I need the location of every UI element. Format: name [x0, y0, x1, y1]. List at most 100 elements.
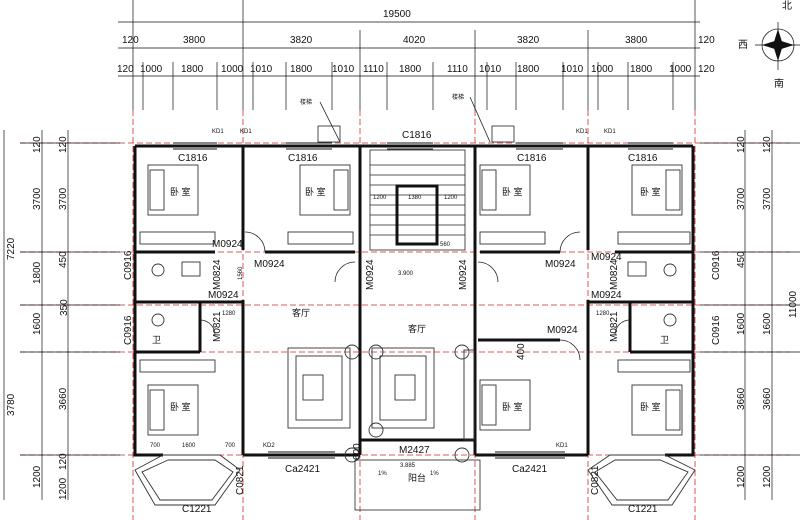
dim-top3-14: 1800	[630, 64, 653, 75]
dim-left-outer-5: 350	[59, 299, 70, 316]
room-bath-right: 卫	[660, 335, 669, 345]
door-swings	[199, 231, 631, 361]
room-labels: 卧 室 卧 室 卧 室 卧 室 卧 室 卧 室 卧 室 客厅 客厅 卫 卫 阳台	[152, 186, 669, 483]
door-9: M0924	[458, 259, 469, 290]
dim-top2-2: 3820	[290, 35, 313, 46]
bed-sw	[139, 359, 216, 436]
dim-left-inner-1: 3700	[58, 187, 69, 210]
dim-top3-3: 1000	[221, 64, 244, 75]
main-door: M2427	[399, 445, 430, 456]
bay-window-left	[134, 454, 241, 506]
small-dimensions: 1280 1280 1560 1600 700 700 400 600 KD1 …	[150, 129, 616, 460]
room-bedroom-7: 卧 室	[502, 401, 523, 412]
door-m0824-right: M0824	[609, 259, 620, 290]
dim-top2-6: 120	[698, 35, 715, 46]
stair-callout-right: 楼梯	[452, 93, 464, 101]
dim-top2-0: 120	[122, 35, 139, 46]
bed-n3	[479, 164, 546, 245]
door-4: M0924	[545, 259, 576, 270]
dim-600: 600	[352, 443, 363, 460]
door-8: M0924	[365, 259, 376, 290]
window-bed-1: C1816	[178, 153, 208, 164]
sofa-right	[371, 347, 435, 429]
door-m0821-left: M0821	[212, 311, 223, 342]
room-bedroom-2: 卧 室	[305, 186, 326, 197]
kd1-a: KD1	[212, 129, 224, 135]
window-labels: C1816 C1816 C1816 C1816 C1816 Ca2421 Ca2…	[123, 130, 722, 515]
dim-top2-5: 3800	[625, 35, 648, 46]
staircase: 1380 1200 1200 560 3.900	[369, 149, 466, 277]
dim-right-outer-3700: 3700	[762, 187, 773, 210]
window-bottom-right: Ca2421	[512, 464, 547, 475]
door-labels: M0924 M0924 M0924 M0924 M0924 M0924 M092…	[208, 239, 622, 456]
floor-level-label: 3.900	[398, 271, 414, 277]
dim-top3-0: 120	[117, 64, 134, 75]
door-m0821-right: M0821	[609, 311, 620, 342]
balcony: 1% 1% 3.885	[344, 344, 481, 511]
window-corner-right: C1221	[628, 504, 658, 515]
dim-left-outer-7: 1200	[32, 465, 43, 488]
bed-ne	[617, 164, 691, 245]
dim-left-outer-4: 1600	[32, 312, 43, 335]
room-living-right: 客厅	[408, 323, 426, 334]
interior-walls	[135, 146, 693, 455]
dim-right-outer-2: 1200	[762, 465, 773, 488]
bay-window-right	[587, 454, 696, 506]
bath-fixtures	[151, 261, 677, 327]
dim-right-inner-7: 1600	[736, 312, 747, 335]
dim-1560-left: 1560	[238, 266, 244, 280]
bed-n2	[287, 164, 354, 245]
dim-top3-10: 1010	[479, 64, 502, 75]
dim-1280-right: 1280	[596, 311, 610, 317]
door-2: M0924	[254, 259, 285, 270]
dim-top3-15: 1000	[669, 64, 692, 75]
dim-left-outer-0: 120	[32, 136, 43, 153]
room-bedroom-4: 卧 室	[640, 186, 661, 197]
top-dimension-text: 19500 120 3800 3820 4020 3820 3800 120 1…	[117, 9, 715, 75]
window-bed-3: C1816	[517, 153, 547, 164]
bed-nw	[139, 164, 216, 245]
door-5: M0924	[591, 252, 622, 263]
dim-top2-1: 3800	[183, 35, 206, 46]
kd1-d: KD1	[604, 129, 616, 135]
window-bed-2: C1816	[288, 153, 318, 164]
window-corner-left: C1221	[182, 504, 212, 515]
sofa-left	[287, 347, 351, 429]
dim-left-outer-3: 1800	[32, 261, 43, 284]
bed-se	[617, 359, 691, 436]
dim-1600: 1600	[182, 443, 196, 449]
dim-top3-1: 1000	[140, 64, 163, 75]
slope-left: 1%	[378, 471, 387, 477]
room-bath-left: 卫	[152, 335, 161, 345]
window-side-2: C0916	[123, 315, 134, 345]
stair-callout-left: 楼梯	[300, 98, 312, 106]
compass-west-label: 西	[738, 40, 748, 51]
room-bedroom-6: 卧 室	[640, 401, 661, 412]
door-3: M0924	[208, 290, 239, 301]
window-marks	[173, 142, 673, 459]
kd1-c: KD1	[576, 129, 588, 135]
dim-left-outer-2: 7220	[6, 237, 17, 260]
dim-top2-4: 3820	[517, 35, 540, 46]
dim-right-overall: 11000	[788, 290, 799, 318]
bed-center-south	[463, 349, 531, 441]
door-m0824-left: M0824	[212, 259, 223, 290]
dim-left-inner-2: 450	[58, 251, 69, 268]
level-balcony: 3.885	[400, 463, 416, 469]
window-side-3: C0916	[711, 250, 722, 280]
dim-top2-3: 4020	[403, 35, 426, 46]
dim-left-outer-6: 3780	[6, 393, 17, 416]
stair-dim-b: 1200	[444, 195, 458, 201]
window-top-center: C1816	[402, 130, 432, 141]
dim-top3-13: 1000	[591, 64, 614, 75]
dim-top3-16: 120	[698, 64, 715, 75]
dim-right-outer-1600: 1600	[762, 312, 773, 335]
top-annotations: 楼梯 楼梯	[300, 93, 515, 143]
window-bed-4: C1816	[628, 153, 658, 164]
door-7: M0924	[547, 325, 578, 336]
dim-right-inner-10: 3660	[736, 387, 747, 410]
window-side-4: C0916	[711, 315, 722, 345]
window-corner-side-2: C0821	[590, 465, 601, 495]
dim-left-inner-10: 3660	[58, 387, 69, 410]
